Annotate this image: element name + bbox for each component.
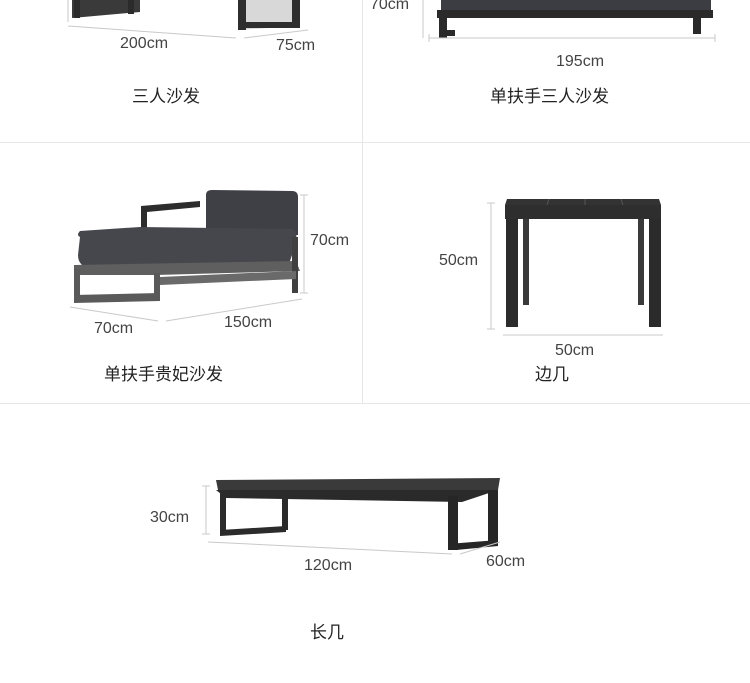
dimension-height: 70cm	[370, 0, 410, 13]
dimension-width: 120cm	[304, 557, 353, 574]
product-side-table: 50cm 50cm 边几	[363, 143, 750, 403]
chaise-sofa-illustration	[69, 190, 308, 322]
product-name: 边几	[535, 365, 569, 385]
dimension-width: 195cm	[556, 53, 605, 70]
three-seat-sofa-illustration	[67, 0, 309, 39]
dimension-depth: 60cm	[486, 553, 526, 570]
grid-divider-row-1	[0, 142, 750, 143]
dimension-depth: 70cm	[94, 320, 134, 337]
product-three-seat-sofa: 200cm 75cm 三人沙发	[0, 0, 362, 142]
grid-divider-row-2	[0, 403, 750, 404]
side-table-illustration	[487, 198, 663, 336]
dimension-width: 150cm	[224, 314, 273, 331]
coffee-table-illustration	[202, 478, 501, 555]
product-single-arm-chaise-sofa: 70cm 70cm 150cm 单扶手贵妃沙发	[0, 143, 362, 403]
product-name: 长几	[310, 623, 344, 643]
grid-divider-vertical	[362, 0, 363, 403]
dimension-height: 70cm	[310, 232, 350, 249]
product-single-arm-three-seat-sofa: 70cm 195cm 单扶手三人沙发	[363, 0, 750, 142]
dimension-depth: 75cm	[276, 37, 316, 54]
dimension-width: 200cm	[120, 35, 169, 52]
product-name: 单扶手三人沙发	[490, 87, 609, 107]
dimension-height: 50cm	[439, 252, 479, 269]
product-name: 单扶手贵妃沙发	[104, 365, 223, 385]
dimension-width: 50cm	[555, 342, 595, 359]
single-arm-three-seat-sofa-illustration	[422, 0, 716, 42]
product-long-coffee-table: 30cm 120cm 60cm 长几	[0, 404, 750, 683]
dimension-height: 30cm	[150, 509, 190, 526]
product-name: 三人沙发	[132, 87, 200, 107]
